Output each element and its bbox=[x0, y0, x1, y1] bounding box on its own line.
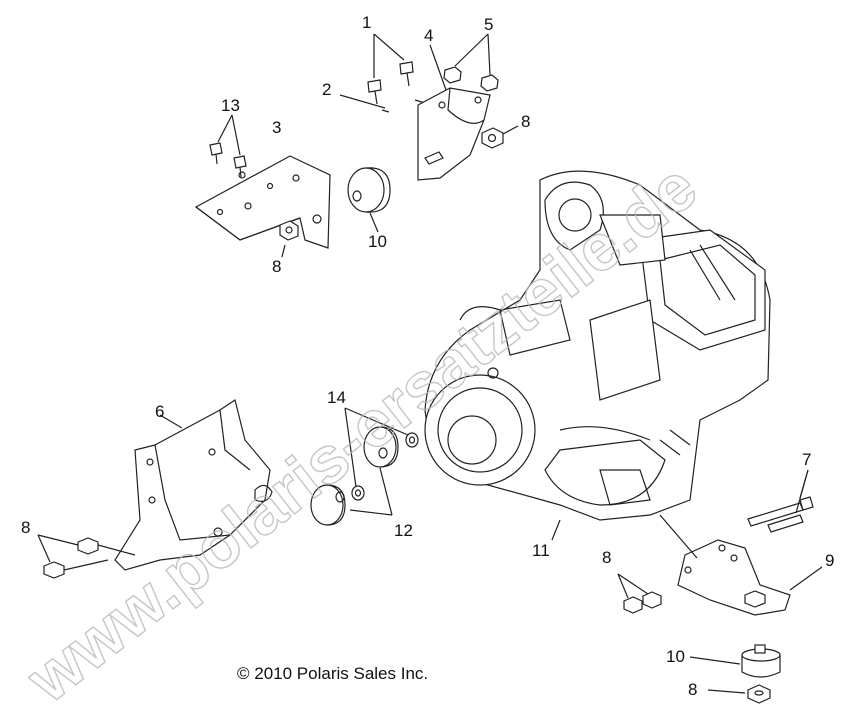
callout-11: 11 bbox=[532, 541, 550, 560]
callout-3: 3 bbox=[272, 118, 282, 137]
callout-8-upper-left: 8 bbox=[272, 257, 282, 276]
nut-part-8a bbox=[279, 220, 299, 258]
bolts-part-7 bbox=[747, 469, 814, 533]
callout-10-upper: 10 bbox=[368, 232, 387, 251]
nut-part-8b bbox=[481, 125, 519, 149]
callout-13: 13 bbox=[221, 96, 240, 115]
callout-1: 1 bbox=[362, 13, 372, 32]
rubber-mount-part-10b bbox=[689, 644, 781, 678]
pins-part-2 bbox=[339, 94, 426, 113]
callout-9: 9 bbox=[825, 551, 835, 570]
bracket-part-3 bbox=[194, 155, 331, 249]
screws-part-1 bbox=[367, 33, 414, 105]
rubber-mount-part-10a bbox=[347, 167, 391, 233]
callout-10-lower: 10 bbox=[666, 647, 685, 666]
nuts-part-8c bbox=[37, 534, 136, 579]
nuts-part-5 bbox=[443, 33, 499, 92]
callout-6: 6 bbox=[155, 402, 165, 421]
callout-4: 4 bbox=[424, 26, 434, 45]
bracket-part-4 bbox=[417, 44, 491, 181]
callout-8-bottom-center: 8 bbox=[602, 548, 612, 567]
callout-2: 2 bbox=[322, 80, 332, 99]
callout-12: 12 bbox=[394, 521, 413, 540]
nut-part-8e bbox=[707, 684, 771, 704]
callout-7: 7 bbox=[802, 450, 812, 469]
bolts-part-13 bbox=[209, 114, 247, 178]
washers-part-14 bbox=[344, 407, 419, 501]
callout-14: 14 bbox=[327, 388, 346, 407]
copyright-text: © 2010 Polaris Sales Inc. bbox=[237, 664, 429, 683]
engine-part-11 bbox=[424, 170, 771, 541]
callout-5: 5 bbox=[484, 15, 494, 34]
callout-8-left: 8 bbox=[21, 518, 31, 537]
callout-8-lower-right: 8 bbox=[688, 680, 698, 699]
bracket-part-9 bbox=[659, 514, 823, 616]
bracket-part-6 bbox=[114, 399, 273, 571]
mounts-part-12 bbox=[310, 426, 399, 526]
nuts-part-8d bbox=[617, 573, 662, 614]
callout-8-upper-right: 8 bbox=[521, 112, 531, 131]
